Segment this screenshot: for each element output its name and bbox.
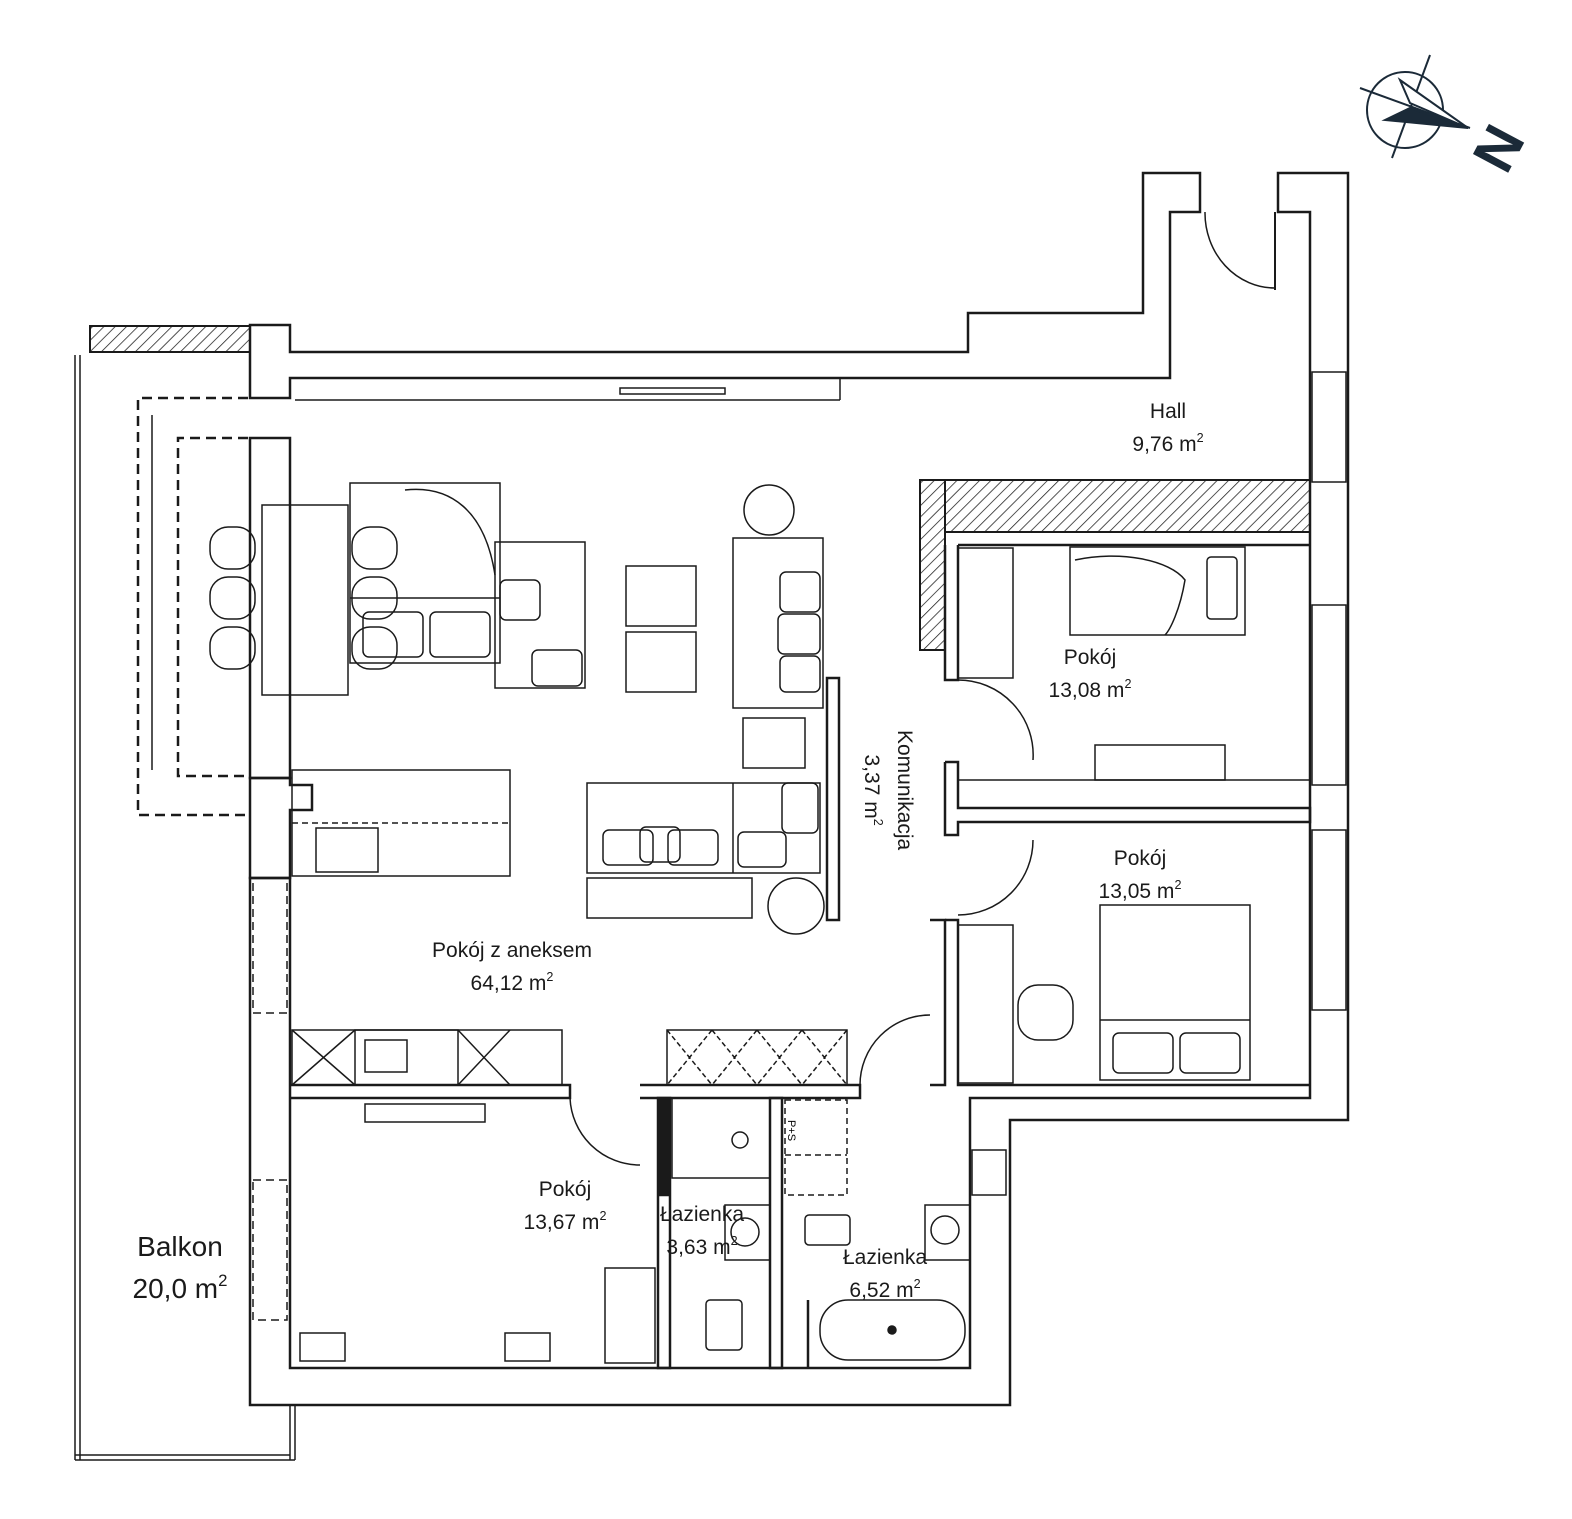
bedroom-furniture <box>299 482 1251 1364</box>
room-name: Hall <box>1149 400 1187 423</box>
room-area: 13,05 m2 <box>1098 878 1182 903</box>
room-label-bedroom-1: Pokój 13,08 m2 <box>1049 644 1132 704</box>
compass-icon <box>1359 54 1471 159</box>
room-name: Pokój <box>1113 847 1167 870</box>
room-area: 6,52 m2 <box>849 1277 921 1302</box>
dining-set <box>209 504 398 696</box>
room-area: 13,08 m2 <box>1048 677 1132 702</box>
room-name: Łazienka <box>842 1246 928 1269</box>
room-name: Pokój z aneksem <box>432 939 592 962</box>
room-name: Balkon <box>137 1231 223 1262</box>
bathroom-fixtures <box>671 1097 971 1361</box>
living-furniture <box>494 484 841 935</box>
room-name: Pokój <box>538 1178 592 1201</box>
room-label-balcony: Balkon 20,0 m2 <box>133 1230 228 1306</box>
room-area: 64,12 m2 <box>470 970 554 995</box>
bay-window <box>136 396 248 817</box>
room-area: 3,63 m2 <box>666 1234 738 1259</box>
room-area: 9,76 m2 <box>1132 431 1204 456</box>
room-label-bedroom-3: Pokój 13,67 m2 <box>524 1176 607 1236</box>
outer-wall <box>248 171 1202 400</box>
corridor-label: Komunikacja 3,37 m2 <box>858 730 918 850</box>
balcony <box>74 325 296 1461</box>
room-area: 13,67 m2 <box>523 1209 607 1234</box>
room-label-living: Pokój z aneksem 64,12 m2 <box>432 937 592 997</box>
room-area: 3,37 m2 <box>860 754 885 826</box>
room-label-bathroom-2: Łazienka 6,52 m2 <box>843 1244 927 1304</box>
room-label-bathroom-1: Łazienka 3,63 m2 <box>660 1201 744 1261</box>
room-name: Łazienka <box>659 1203 745 1226</box>
shower-label: P+S <box>785 1120 797 1142</box>
room-label-hall: Hall 9,76 m2 <box>1132 398 1203 458</box>
room-label-bedroom-2: Pokój 13,05 m2 <box>1099 845 1182 905</box>
room-area: 20,0 m2 <box>132 1271 228 1304</box>
room-name: Komunikacja <box>893 730 916 851</box>
room-name: Pokój <box>1063 646 1117 669</box>
